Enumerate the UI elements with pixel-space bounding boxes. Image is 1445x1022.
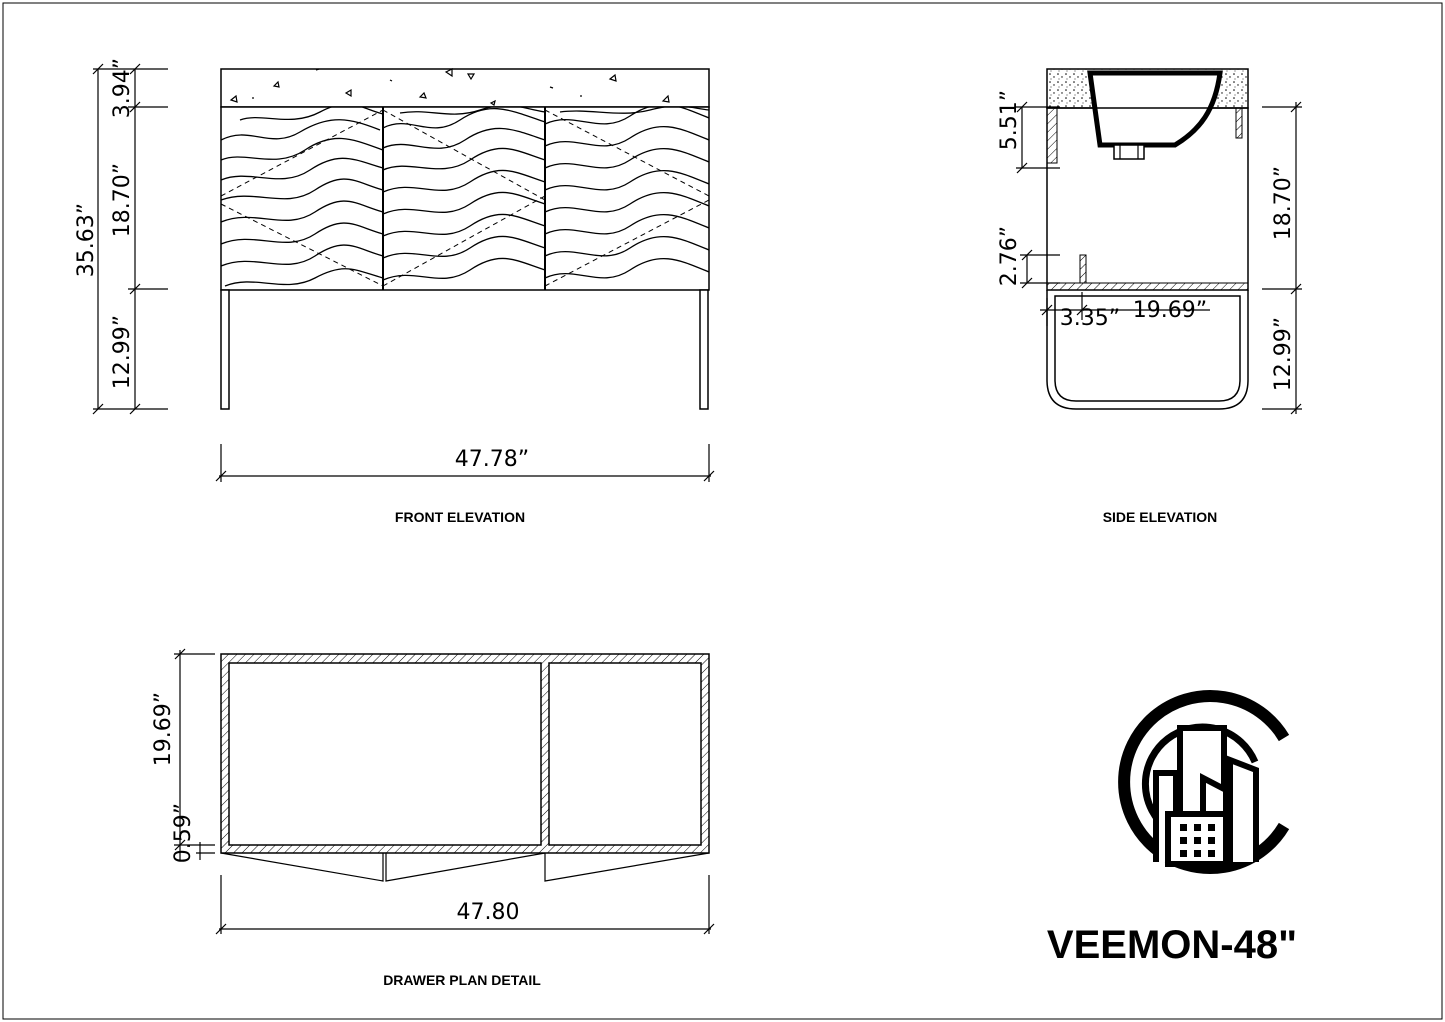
side-left-dimensions [1016,101,1210,326]
dim-side-leg-height: 12.99” [1271,317,1296,391]
basin-drain [1113,144,1145,160]
front-left-leg [220,289,230,410]
drawer-plan-view: 19.69” 0.59” 47.80 DRAWER PLAN DETAIL [151,648,715,988]
side-front-panel [1046,107,1058,164]
side-basin [1087,70,1223,148]
side-back-panel [1235,107,1243,139]
drawer-left-compartment [228,662,542,846]
side-right-dimensions [1262,101,1302,415]
city-building-logo-icon [1118,690,1290,874]
front-elevation-caption: FRONT ELEVATION [395,509,525,525]
drawer-plan-caption: DRAWER PLAN DETAIL [383,972,541,988]
side-elevation-caption: SIDE ELEVATION [1103,509,1218,525]
side-leg-frame [1046,290,1249,410]
dim-shelf-lip: 2.76” [997,226,1022,286]
dim-cabinet-height: 18.70” [110,163,135,237]
dim-side-cabinet-height: 18.70” [1271,166,1296,240]
dim-overall-height: 35.63” [74,203,99,277]
door-swing-lines [220,109,710,287]
dim-drawer-depth: 19.69” [151,692,176,766]
dim-drawer-width: 47.80 [457,900,520,925]
front-vertical-dimensions [92,63,168,415]
dim-basin-depth: 5.51” [997,90,1022,150]
wood-grain-pattern [221,107,709,287]
front-cabinet-body [220,106,710,291]
front-elevation-view: 3.94” 35.63” 18.70” 12.99” 47.78” FRONT … [74,58,715,525]
dim-side-depth: 19.69” [1133,298,1207,323]
dim-leg-height: 12.99” [110,315,135,389]
side-drawer-bottom [1046,282,1249,291]
drawer-dimensions [174,648,715,935]
front-right-leg [699,289,709,410]
side-drawer-lip [1079,254,1087,284]
front-width-dimension [215,444,715,482]
drawer-right-compartment [548,662,702,846]
side-elevation-view: 5.51” 2.76” 3.35” 19.69” 18.70” 12.99” S… [997,68,1302,525]
countertop-aggregate-marks [229,68,670,106]
dim-front-width: 47.78” [455,447,529,472]
dim-offset: 3.35” [1060,306,1120,331]
drawer-front-angles [220,852,710,882]
dim-top-thickness: 3.94” [110,58,135,118]
dim-drawer-front-thickness: 0.59” [171,803,196,863]
model-name: VEEMON-48" [1047,923,1297,967]
front-countertop [220,68,710,108]
